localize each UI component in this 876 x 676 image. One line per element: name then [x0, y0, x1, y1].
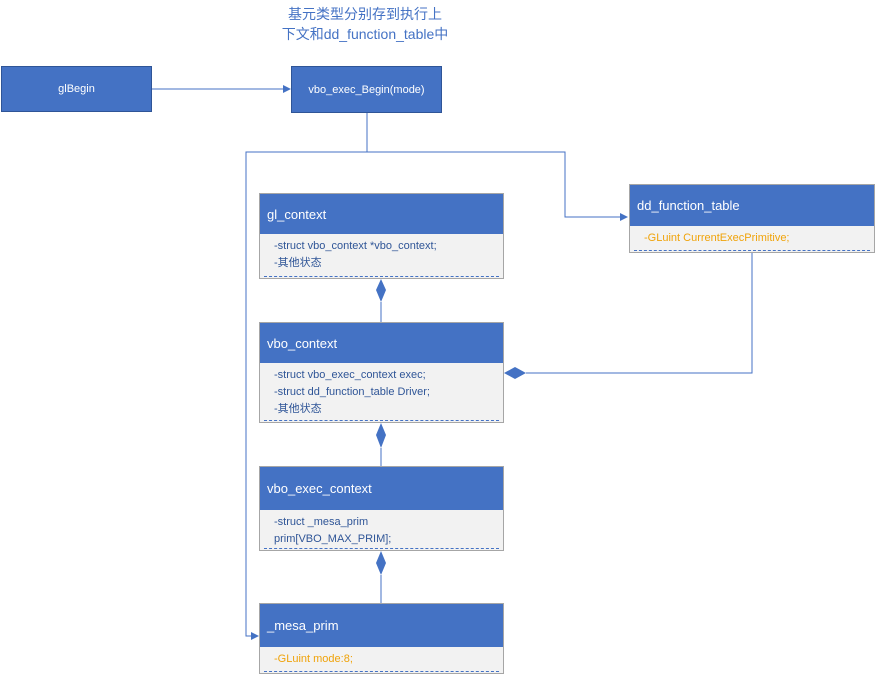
- divider-line: [264, 276, 499, 277]
- aggregation-diamond-vbo-context: [376, 423, 386, 448]
- class-dd-function-table-fields: -GLuint CurrentExecPrimitive;: [630, 226, 874, 254]
- class-mesa-prim-title: _mesa_prim: [267, 618, 339, 633]
- field-mesa-prim: -struct _mesa_prim: [274, 516, 369, 528]
- class-vbo-context-header: vbo_context: [260, 323, 503, 363]
- class-mesa-prim[interactable]: _mesa_prim -GLuint mode:8;: [259, 603, 504, 674]
- class-vbo-context-fields: -struct vbo_exec_context exec; -struct d…: [260, 363, 503, 424]
- field-mesa-prim-array: prim[VBO_MAX_PRIM];: [274, 533, 392, 545]
- edge-begin-to-dd-function-table: [366, 113, 628, 221]
- divider-line: [634, 250, 870, 251]
- field-current-exec-primitive: -GLuint CurrentExecPrimitive;: [644, 232, 790, 244]
- node-vbo-exec-begin[interactable]: vbo_exec_Begin(mode): [291, 66, 442, 113]
- class-mesa-prim-fields: -GLuint mode:8;: [260, 647, 503, 675]
- class-mesa-prim-header: _mesa_prim: [260, 604, 503, 647]
- node-vbo-exec-begin-label: vbo_exec_Begin(mode): [308, 83, 425, 96]
- field-other-state: -其他状态: [274, 257, 322, 269]
- class-dd-function-table[interactable]: dd_function_table -GLuint CurrentExecPri…: [629, 184, 875, 253]
- class-vbo-exec-context-title: vbo_exec_context: [267, 481, 372, 496]
- note-line-2: 下文和dd_function_table中: [281, 26, 449, 42]
- edge-dd-function-table-to-vbo-context: [526, 253, 753, 374]
- aggregation-diamond-gl-context: [376, 279, 386, 302]
- class-vbo-exec-context[interactable]: vbo_exec_context -struct _mesa_prim prim…: [259, 466, 504, 551]
- divider-line: [264, 420, 499, 421]
- class-gl-context-fields: -struct vbo_context *vbo_context; -其他状态: [260, 234, 503, 280]
- field-driver: -struct dd_function_table Driver;: [274, 386, 430, 398]
- class-dd-function-table-title: dd_function_table: [637, 198, 740, 213]
- class-gl-context-title: gl_context: [267, 206, 327, 222]
- class-vbo-exec-context-header: vbo_exec_context: [260, 467, 503, 510]
- node-glbegin-label: glBegin: [58, 83, 95, 95]
- class-gl-context-header: gl_context: [260, 194, 503, 234]
- aggregation-diamond-vbo-context-driver: [504, 367, 526, 379]
- class-vbo-context[interactable]: vbo_context -struct vbo_exec_context exe…: [259, 322, 504, 423]
- divider-line: [264, 671, 499, 672]
- note-line-1: 基元类型分别存到执行上: [288, 6, 442, 22]
- node-glbegin[interactable]: glBegin: [1, 66, 152, 112]
- field-vbo-context-ptr: -struct vbo_context *vbo_context;: [274, 240, 437, 252]
- field-mode: -GLuint mode:8;: [274, 653, 353, 665]
- diagram-note: 基元类型分别存到执行上 下文和dd_function_table中: [250, 4, 480, 44]
- aggregation-diamond-vbo-exec-context: [376, 551, 386, 575]
- class-vbo-context-title: vbo_context: [267, 335, 338, 351]
- class-gl-context[interactable]: gl_context -struct vbo_context *vbo_cont…: [259, 193, 504, 279]
- field-exec: -struct vbo_exec_context exec;: [274, 369, 426, 381]
- class-dd-function-table-header: dd_function_table: [630, 185, 874, 226]
- edge-begin-to-mesa-prim: [245, 151, 367, 640]
- field-other-state: -其他状态: [274, 403, 322, 415]
- class-vbo-exec-context-fields: -struct _mesa_prim prim[VBO_MAX_PRIM];: [260, 510, 503, 552]
- divider-line: [264, 548, 499, 549]
